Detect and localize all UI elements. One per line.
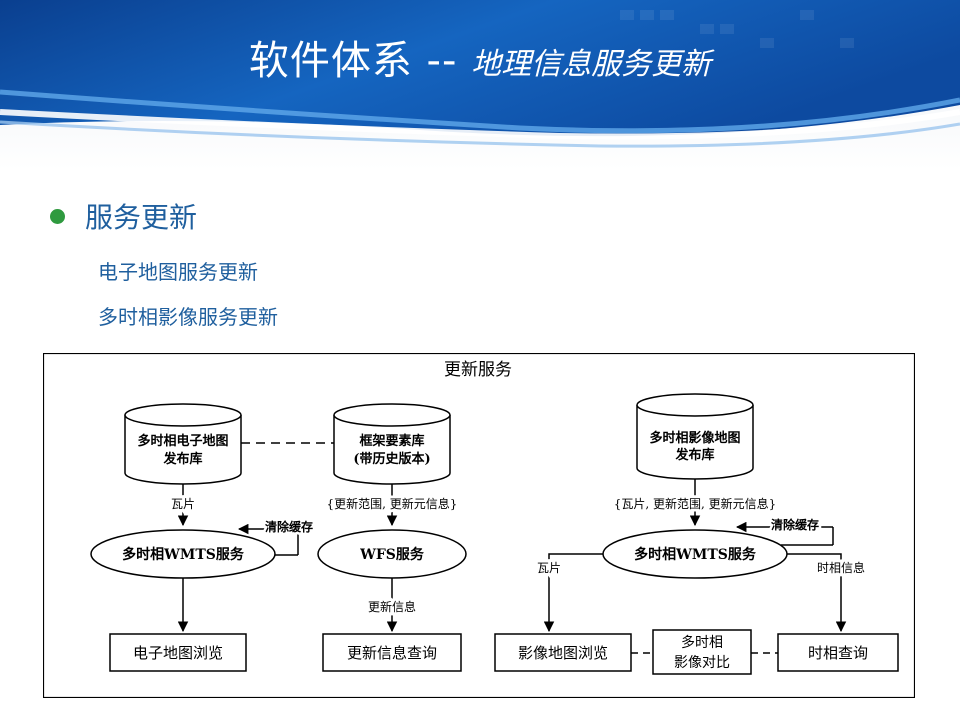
label-clear-cache-right: 清除缓存 [771,517,819,532]
svg-text:时相信息: 时相信息 [817,560,865,575]
db-imagery-line2: 发布库 [674,447,714,463]
box-imagery-compare [652,629,752,675]
arrow-wmts-time-query [787,553,847,633]
box-imagery-browse-label: 影像地图浏览 [518,644,608,662]
diagram-svg: 更新服务 多时相电子地图 发布库 框架要素库 (带历史版本) 瓦片 瓦片 {更新… [42,352,916,699]
bullet-text: 服务更新 [85,201,198,234]
sub-item-map: 电子地图服务更新 [98,260,258,284]
svg-text:{更新范围, 更新元信息}: {更新范围, 更新元信息} [327,496,458,511]
box-time-query-label: 时相查询 [808,644,868,662]
db-map-publish-line2: 发布库 [162,451,202,467]
db-imagery-publish [636,393,754,480]
wfs-service-label: WFS服务 [359,546,425,563]
sub-item-imagery: 多时相影像服务更新 [98,305,278,329]
box-imagery-compare-line2: 影像对比 [674,655,730,671]
label-update-range: {更新范围, 更新元信息} [327,496,458,511]
svg-text:瓦片: 瓦片 [537,561,561,575]
box-update-query-label: 更新信息查询 [347,644,437,662]
wmts-service-right-label: 多时相WMTS服务 [634,546,757,563]
db-map-publish [124,403,242,485]
update-service-diagram: 更新服务 多时相电子地图 发布库 框架要素库 (带历史版本) 瓦片 瓦片 {更新… [42,352,916,699]
label-tiles-left: 瓦片 [171,497,195,511]
svg-text:更新信息: 更新信息 [368,599,416,614]
svg-text:清除缓存: 清除缓存 [771,517,819,532]
box-map-browse-label: 电子地图浏览 [133,644,223,662]
label-clear-cache-left: 清除缓存 [265,519,313,534]
box-map-browse [109,633,247,672]
slide-title: 软件体系 -- 地理信息服务更新 [0,28,960,86]
svg-text:{瓦片, 更新范围, 更新元信息}: {瓦片, 更新范围, 更新元信息} [614,496,777,511]
label-time-info: 时相信息 [817,560,865,575]
db-framework-features [333,403,451,485]
box-imagery-compare-line1: 多时相 [681,634,723,651]
label-tiles-range: {瓦片, 更新范围, 更新元信息} [614,496,777,511]
db-framework-line2: (带历史版本) [353,451,430,467]
header-background [0,0,960,170]
svg-text:清除缓存: 清除缓存 [265,519,313,534]
db-framework-line1: 框架要素库 [359,433,424,449]
bullet-list: 服务更新 电子地图服务更新 多时相影像服务更新 [50,196,278,330]
diagram-title: 更新服务 [444,360,512,380]
bullet-item: 服务更新 [50,196,278,236]
title-main: 软件体系 -- [248,38,458,84]
arrow-wmts-imagery-browse [543,553,603,633]
bullet-dot-icon [50,208,65,224]
db-map-publish-line1: 多时相电子地图 [137,433,228,449]
wmts-service-left-label: 多时相WMTS服务 [122,546,245,563]
slide-header: 软件体系 -- 地理信息服务更新 [0,0,960,170]
label-tiles-right: 瓦片 [537,561,561,575]
db-imagery-line1: 多时相影像地图 [649,430,740,446]
title-sub: 地理信息服务更新 [471,47,712,82]
svg-text:瓦片: 瓦片 [171,497,195,511]
label-update-info: 更新信息 [368,599,416,614]
box-update-query [322,633,462,672]
box-time-query [777,633,899,672]
